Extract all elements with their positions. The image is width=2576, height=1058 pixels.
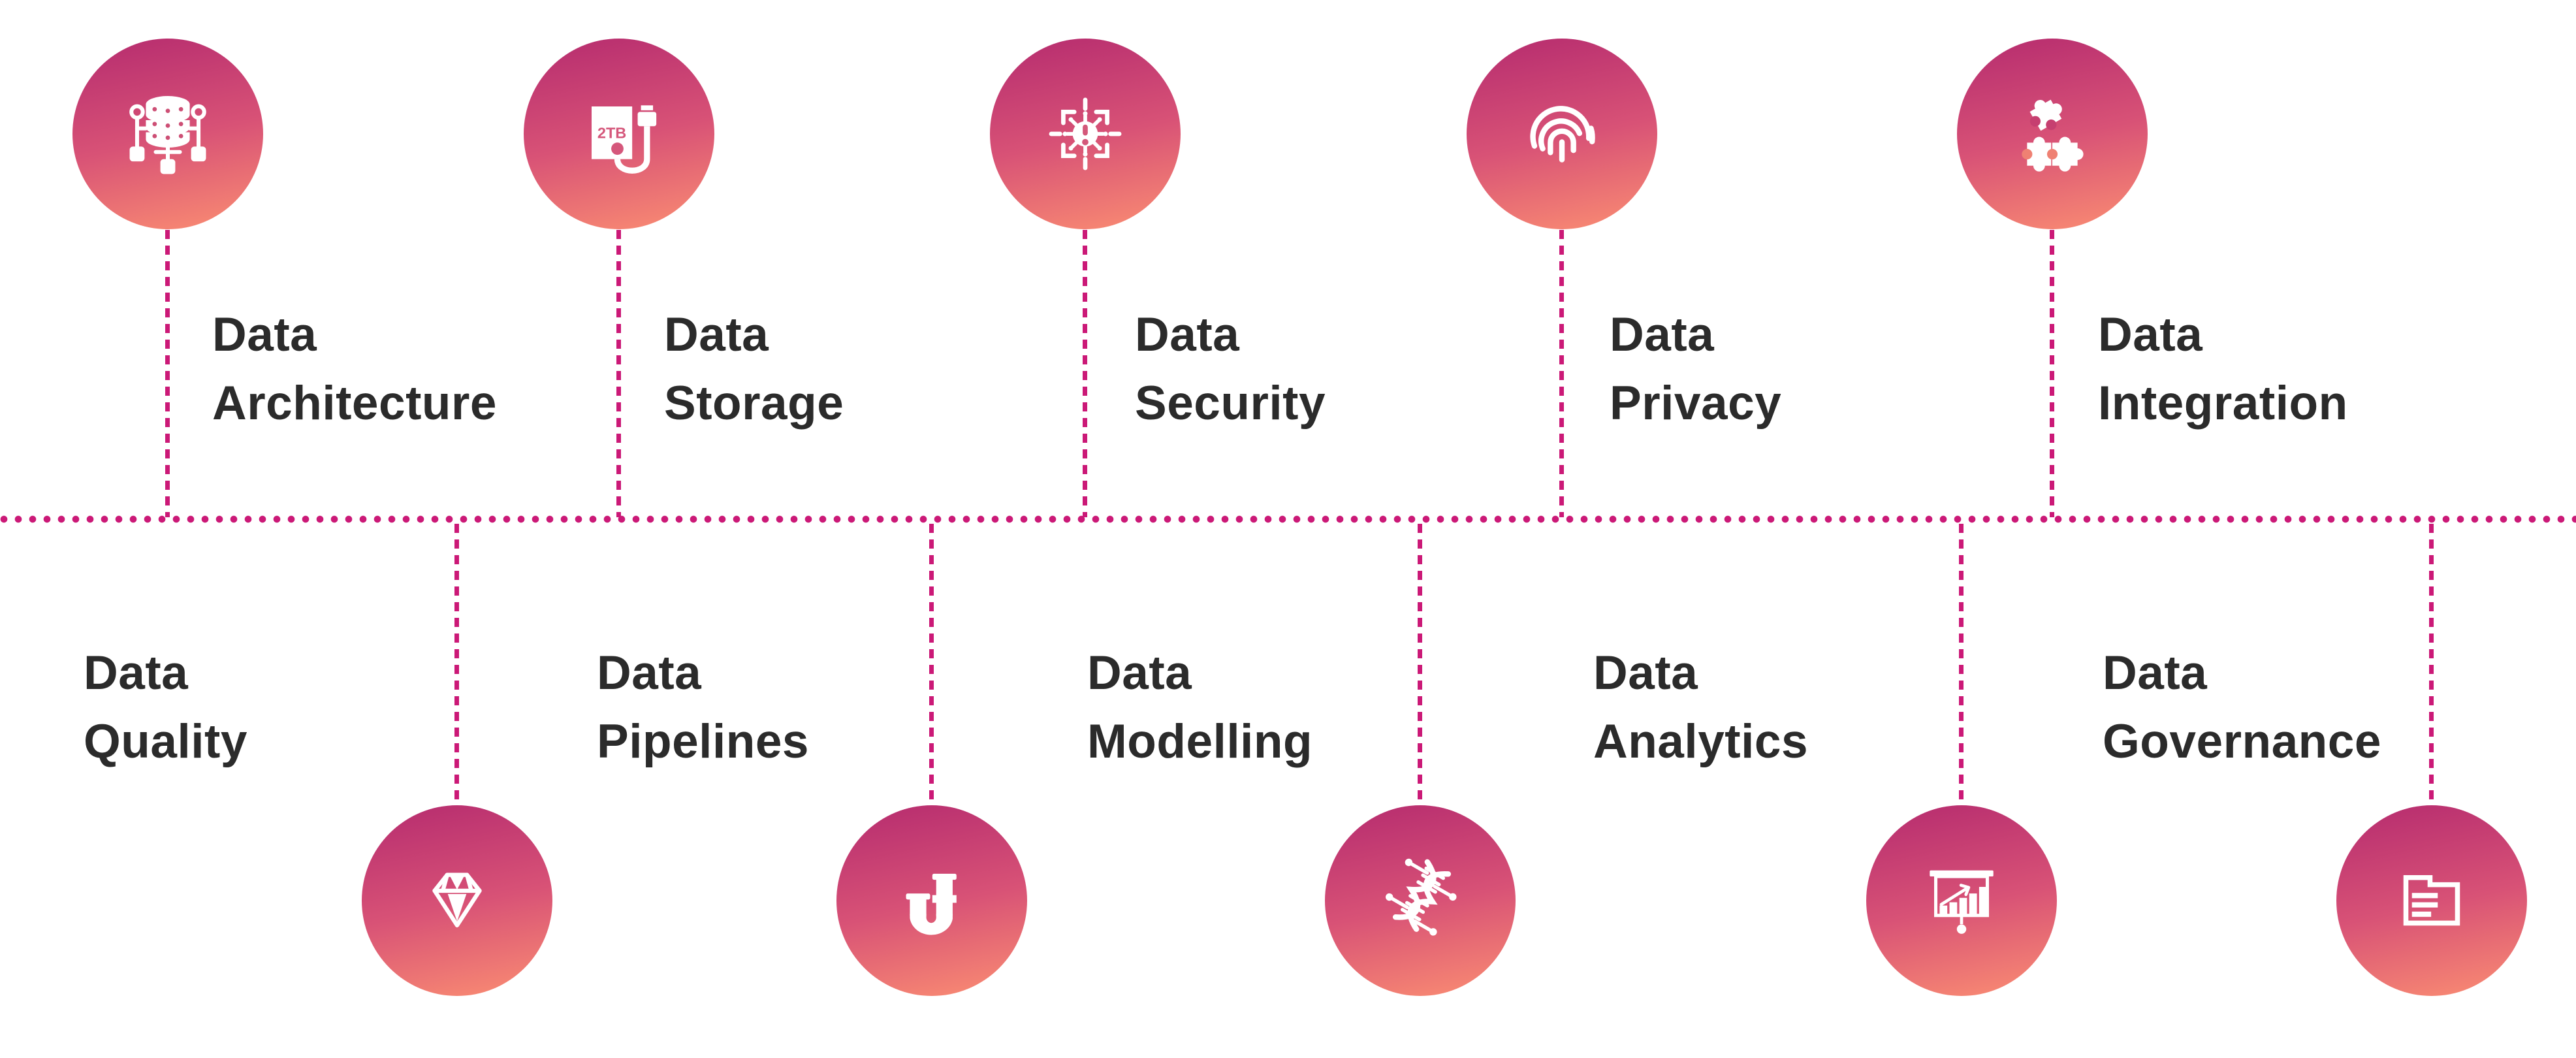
diamond-icon — [432, 873, 482, 927]
connector-line — [2429, 524, 2434, 805]
node-label: Data Privacy — [1610, 308, 1782, 430]
timeline-dotted-line — [0, 515, 2576, 523]
connector-line — [1959, 524, 1964, 805]
folder-document-icon — [2403, 874, 2460, 926]
puzzle-pieces-icon — [2022, 99, 2084, 172]
dna-icon — [1385, 858, 1457, 936]
connector-line — [1559, 230, 1564, 517]
pipe-icon — [906, 873, 957, 935]
icon-circle — [362, 805, 552, 996]
storage-capacity-label: 2TB — [597, 125, 626, 142]
connector-line — [454, 524, 459, 805]
connector-line — [1418, 524, 1422, 805]
icon-circle — [1957, 39, 2148, 229]
icon-circle — [1866, 805, 2057, 996]
icon-circle — [72, 39, 263, 229]
connector-line — [165, 230, 170, 517]
connector-line — [2050, 230, 2054, 517]
node-label: Data Pipelines — [597, 647, 810, 768]
icon-circle — [1325, 805, 1516, 996]
icon-circle — [990, 39, 1181, 229]
node-label: Data Architecture — [212, 308, 498, 430]
node-label: Data Storage — [664, 308, 844, 430]
node-label: Data Governance — [2103, 647, 2381, 768]
connector-line — [929, 524, 934, 805]
presentation-chart-icon — [1930, 870, 1994, 934]
node-label: Data Security — [1135, 308, 1326, 430]
icon-circle: 2TB — [524, 39, 714, 229]
icon-circle — [1467, 39, 1657, 229]
fingerprint-icon — [1530, 106, 1595, 163]
node-label: Data Quality — [84, 647, 247, 768]
node-label: Data Modelling — [1087, 647, 1313, 768]
database-network-icon — [129, 96, 206, 174]
connector-line — [616, 230, 621, 517]
virus-target-icon — [1049, 97, 1122, 170]
node-label: Data Integration — [2098, 308, 2348, 430]
icon-circle — [836, 805, 1027, 996]
icon-circle — [2336, 805, 2527, 996]
node-label: Data Analytics — [1593, 647, 1809, 768]
connector-line — [1083, 230, 1087, 517]
hard-drive-icon: 2TB — [592, 105, 657, 174]
